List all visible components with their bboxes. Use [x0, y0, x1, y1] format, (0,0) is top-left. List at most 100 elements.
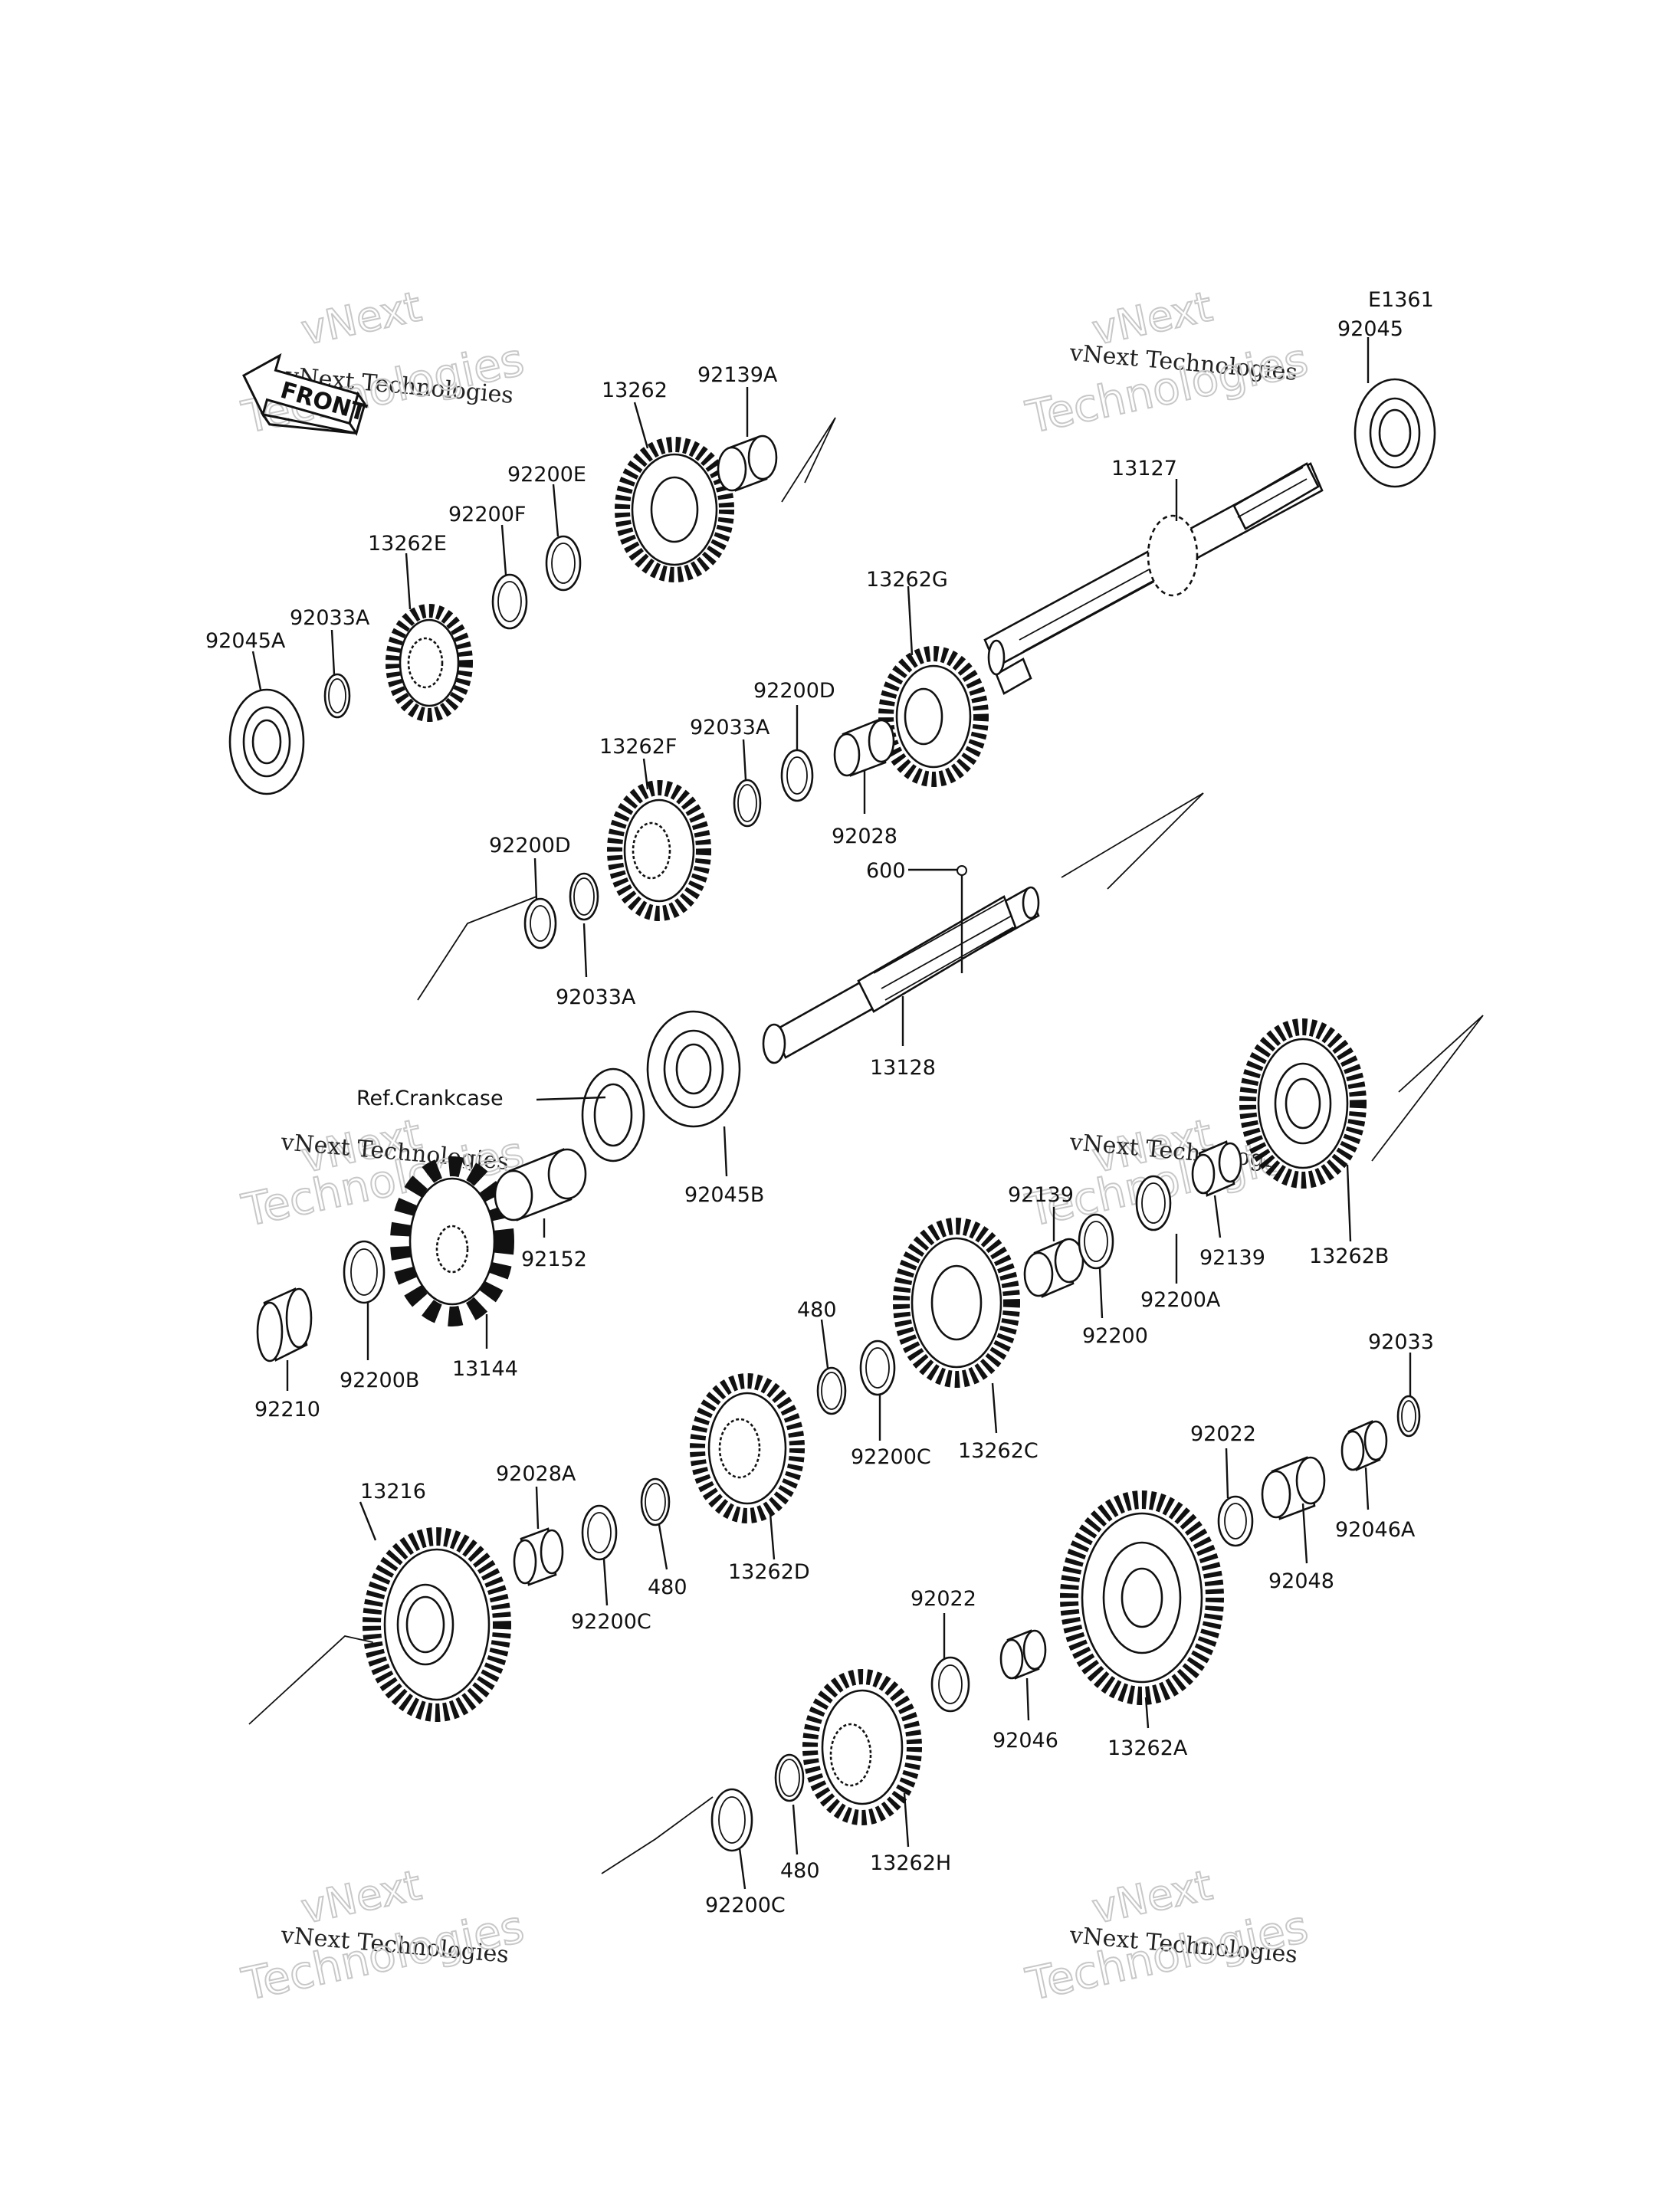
needle-bearing-92139-2 [1191, 1140, 1242, 1197]
label-92210: 92210 [254, 1398, 320, 1421]
gear-13262F [607, 780, 711, 921]
washer-92022-2 [930, 1656, 970, 1713]
washer-92200E [545, 535, 582, 592]
gear-13262E [386, 604, 473, 722]
label-92200E: 92200E [507, 463, 586, 487]
washer-92200D-1 [780, 749, 814, 802]
label-92033: 92033 [1368, 1330, 1434, 1354]
label-92200D: 92200D [753, 679, 835, 703]
dot-marker [956, 865, 967, 876]
label-13262: 13262 [602, 379, 668, 402]
part-labels: 92045 13127 92139A 13262 92200E 92200F 1… [205, 317, 1434, 1917]
bushing-92048 [1261, 1456, 1326, 1520]
axis-lines [248, 417, 1484, 1874]
leader-lines [251, 337, 1412, 1890]
washer-92200C-2 [581, 1504, 618, 1561]
shaft-13127-splines [1019, 467, 1308, 652]
label-92139: 92139 [1008, 1183, 1074, 1207]
watermark-bottom-right: vNext vNext Technologies Technologies [1021, 1860, 1314, 2012]
label-92048: 92048 [1268, 1569, 1334, 1593]
gear-13262D [690, 1373, 805, 1523]
label-92046A: 92046A [1335, 1518, 1416, 1542]
nut-92210 [256, 1287, 313, 1362]
label-13262F: 13262F [599, 735, 677, 759]
needle-bearing-92139A [717, 434, 778, 492]
watermark-text: vNext [297, 1861, 425, 1933]
label-13262A: 13262A [1107, 1736, 1188, 1760]
label-13216: 13216 [360, 1480, 426, 1503]
diagram-code: E1361 [1368, 288, 1434, 312]
label-92200C: 92200C [851, 1445, 931, 1469]
label-92045: 92045 [1337, 317, 1403, 341]
label-92200C: 92200C [571, 1610, 651, 1634]
label-13262E: 13262E [368, 532, 447, 556]
washer-92200F [491, 573, 528, 630]
label-92045A: 92045A [205, 629, 286, 653]
needle-bearing-92046 [999, 1629, 1047, 1680]
bearing-92045B [646, 1010, 741, 1128]
washer-92200C-3 [710, 1788, 753, 1852]
washer-92200D-2 [523, 897, 557, 949]
label-92022: 92022 [911, 1587, 976, 1611]
needle-bearing-92046A [1340, 1420, 1388, 1471]
label-13127: 13127 [1111, 457, 1177, 480]
gear-13262 [615, 437, 734, 582]
label-92152: 92152 [521, 1248, 587, 1271]
label-ref-crankcase: Ref.Crankcase [356, 1087, 504, 1110]
watermark-top-right: vNext vNext Technologies Technologies [1021, 281, 1314, 444]
label-92139A: 92139A [697, 363, 778, 387]
washer-92200 [1078, 1213, 1114, 1270]
label-92033A: 92033A [290, 606, 370, 630]
label-92033A: 92033A [556, 985, 636, 1009]
oil-seal-ref-crankcase [581, 1067, 645, 1162]
washer-92200A [1135, 1175, 1172, 1231]
label-92045B: 92045B [684, 1183, 764, 1207]
label-92033A: 92033A [690, 716, 770, 739]
label-13262G: 13262G [866, 568, 948, 592]
label-92200C: 92200C [705, 1894, 786, 1917]
circlip-480-2 [640, 1477, 671, 1526]
label-13144: 13144 [452, 1357, 518, 1381]
label-92200D: 92200D [489, 834, 571, 857]
label-600: 600 [866, 859, 906, 883]
bearing-92045A [228, 688, 305, 795]
circlip-480-3 [774, 1753, 805, 1802]
shaft-13128 [762, 886, 1040, 1064]
gear-13262G [878, 646, 989, 787]
label-92200B: 92200B [340, 1369, 419, 1392]
label-92139: 92139 [1199, 1246, 1265, 1270]
label-13128: 13128 [870, 1056, 936, 1080]
label-92028A: 92028A [496, 1462, 576, 1486]
label-480: 480 [780, 1859, 820, 1883]
label-92022: 92022 [1190, 1422, 1256, 1446]
label-92046: 92046 [993, 1729, 1058, 1753]
circlip-92033A-2 [733, 779, 762, 828]
bearing-92045 [1354, 378, 1436, 488]
watermark-top-left: vNext vNext Technologies Technologies [237, 281, 530, 444]
label-92200F: 92200F [448, 503, 526, 526]
label-13262C: 13262C [958, 1439, 1039, 1463]
bushing-92028 [833, 719, 895, 777]
gear-13262H [802, 1669, 922, 1825]
label-480: 480 [797, 1298, 837, 1322]
needle-bearing-92139-1 [1023, 1238, 1084, 1298]
gear-13262A [1060, 1490, 1224, 1705]
gear-13216 [363, 1527, 511, 1722]
watermark-text: vNext [297, 282, 425, 354]
gear-13262C [893, 1218, 1020, 1388]
washer-92200C-1 [859, 1340, 896, 1396]
sprocket-13144 [390, 1156, 514, 1326]
shaft-13127 [983, 462, 1324, 695]
label-92028: 92028 [832, 825, 897, 848]
washer-92200B [343, 1240, 386, 1304]
label-13262H: 13262H [870, 1851, 951, 1875]
circlip-92033 [1396, 1395, 1421, 1438]
label-13262B: 13262B [1309, 1244, 1389, 1268]
washer-92022-1 [1217, 1495, 1254, 1547]
circlip-92033A-3 [569, 872, 599, 921]
circlip-480-1 [816, 1366, 847, 1415]
label-13262D: 13262D [728, 1560, 810, 1584]
label-92200: 92200 [1082, 1324, 1148, 1348]
label-480: 480 [648, 1576, 687, 1599]
